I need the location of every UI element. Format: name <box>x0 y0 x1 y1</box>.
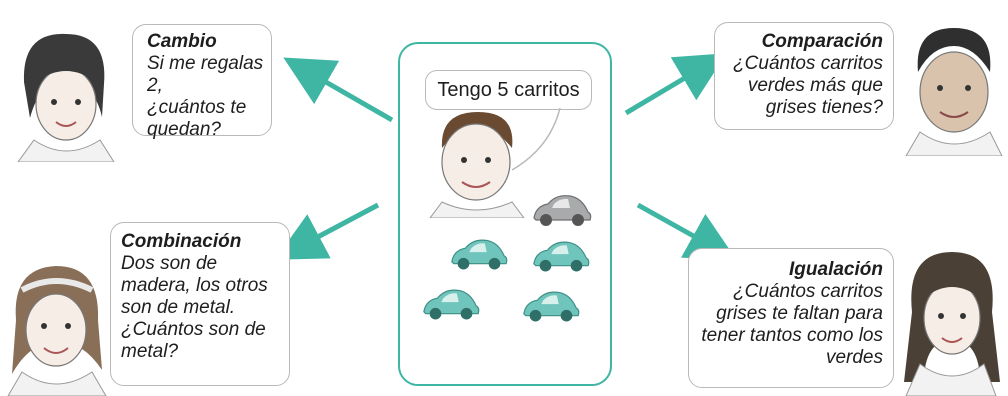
comparacion-line: grises tienes? <box>765 97 883 118</box>
igualacion-line: tener tantos como los <box>701 325 883 346</box>
boy-center-illustration <box>429 108 561 218</box>
comparacion-line: ¿Cuántos carritos <box>733 53 883 74</box>
comparacion-title: Comparación <box>761 31 883 52</box>
combinacion-line: ¿Cuántos son de <box>121 319 266 340</box>
girl-igualacion-illustration <box>904 252 1000 396</box>
igualacion-line: grises te faltan para <box>716 303 883 324</box>
combinacion-line: madera, los otros <box>121 275 268 296</box>
green-car-icon <box>451 239 508 270</box>
cambio-line: ¿cuántos te <box>147 97 247 118</box>
gray-car-icon <box>533 195 592 226</box>
girl-combinacion-illustration <box>7 266 107 396</box>
cambio-line: Si me regalas 2, <box>147 53 264 96</box>
igualacion-title: Igualación <box>789 259 883 280</box>
combinacion-title: Combinación <box>121 231 242 252</box>
igualacion-line: verdes <box>825 347 883 368</box>
green-car-icon <box>533 241 590 272</box>
combinacion-line: son de metal. <box>121 297 236 318</box>
combinacion-bubble: Combinación Dos son de madera, los otros… <box>110 222 290 386</box>
cambio-bubble: Cambio Si me regalas 2, ¿cuántos te qued… <box>132 24 272 140</box>
igualacion-line: ¿Cuántos carritos <box>733 281 883 302</box>
boy-comparacion-illustration <box>905 28 1003 156</box>
cambio-line: quedan? <box>147 119 221 140</box>
cambio-title: Cambio <box>147 31 217 52</box>
comparacion-line: verdes más que <box>747 75 883 96</box>
green-car-icon <box>423 289 480 320</box>
speech-bubble: Tengo 5 carritos <box>425 70 592 110</box>
igualacion-bubble: Igualación ¿Cuántos carritos grises te f… <box>688 248 894 388</box>
girl-cambio-illustration <box>17 33 115 162</box>
combinacion-line: metal? <box>121 341 179 362</box>
comparacion-bubble: Comparación ¿Cuántos carritos verdes más… <box>714 22 894 130</box>
combinacion-line: Dos son de <box>121 253 218 274</box>
green-car-icon <box>523 291 580 322</box>
